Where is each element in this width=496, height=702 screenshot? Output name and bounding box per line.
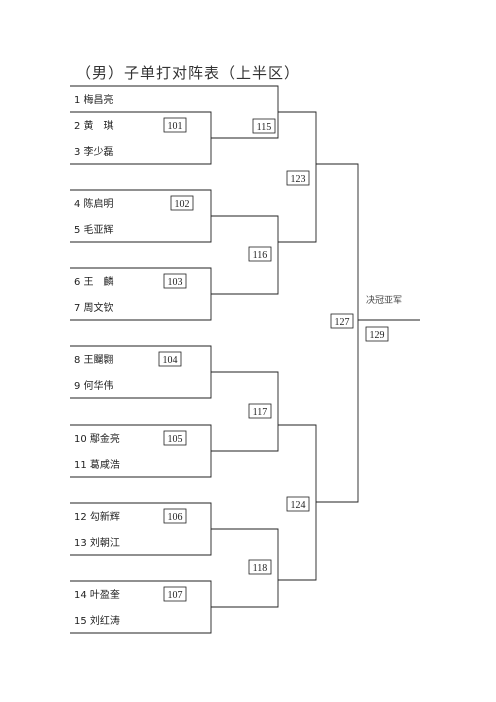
- svg-text:117: 117: [253, 407, 268, 418]
- svg-text:101: 101: [168, 121, 183, 132]
- match-box-101: 101: [163, 117, 187, 133]
- match-box-106: 106: [163, 508, 187, 524]
- match-box-117: 117: [248, 403, 272, 419]
- match-box-116: 116: [248, 246, 272, 262]
- bracket-line-m127: [316, 163, 359, 503]
- svg-text:124: 124: [291, 500, 306, 511]
- match-box-104: 104: [158, 351, 182, 367]
- svg-text:123: 123: [291, 174, 306, 185]
- player-13: 13 刘朝江: [74, 537, 120, 549]
- bracket-line-m123: [278, 111, 317, 243]
- svg-text:106: 106: [168, 512, 183, 523]
- svg-text:115: 115: [257, 122, 272, 133]
- player-15: 15 刘红涛: [74, 614, 120, 627]
- match-box-129: 129: [365, 326, 389, 342]
- match-box-118: 118: [248, 559, 272, 575]
- bracket-line-m117: [211, 371, 279, 452]
- player-8: 8 王飀翾: [74, 354, 114, 366]
- svg-text:103: 103: [168, 277, 183, 288]
- bracket-line-m118: [211, 528, 279, 608]
- match-box-124: 124: [286, 496, 310, 512]
- svg-text:102: 102: [175, 199, 190, 210]
- match-box-103: 103: [163, 273, 187, 289]
- bracket-line-m115: [211, 112, 279, 139]
- svg-text:105: 105: [168, 434, 183, 445]
- svg-text:107: 107: [168, 590, 183, 601]
- bracket-line-m124: [278, 424, 317, 581]
- bracket-line-p1: [70, 85, 279, 112]
- player-10: 10 鄢金亮: [74, 432, 120, 445]
- player-2: 2 黄 琪: [74, 119, 114, 132]
- svg-text:118: 118: [253, 563, 268, 574]
- svg-text:127: 127: [335, 317, 350, 328]
- player-3: 3 李少磊: [74, 145, 114, 158]
- match-box-102: 102: [170, 195, 194, 211]
- player-6: 6 王 麟: [74, 275, 114, 288]
- player-9: 9 何华伟: [74, 379, 114, 392]
- svg-text:129: 129: [370, 330, 385, 341]
- player-5: 5 毛亚辉: [74, 224, 114, 236]
- match-box-105: 105: [163, 430, 187, 446]
- page-title: （男）子单打对阵表（上半区）: [76, 64, 301, 82]
- match-box-115: 115: [252, 118, 276, 134]
- player-14: 14 叶盈奎: [74, 588, 120, 601]
- player-11: 11 葛咸浩: [74, 458, 120, 471]
- player-12: 12 勾新辉: [74, 510, 120, 523]
- player-4: 4 陈启明: [74, 197, 114, 210]
- final-label: 决冠亚军: [366, 294, 402, 306]
- player-1: 1 梅昌亮: [74, 93, 114, 106]
- player-7: 7 周文钦: [74, 301, 114, 314]
- svg-text:116: 116: [253, 250, 268, 261]
- match-box-107: 107: [163, 586, 187, 602]
- bracket-line-m116: [211, 215, 279, 295]
- svg-text:104: 104: [163, 355, 178, 366]
- match-box-127: 127: [330, 313, 354, 329]
- match-box-123: 123: [286, 170, 310, 186]
